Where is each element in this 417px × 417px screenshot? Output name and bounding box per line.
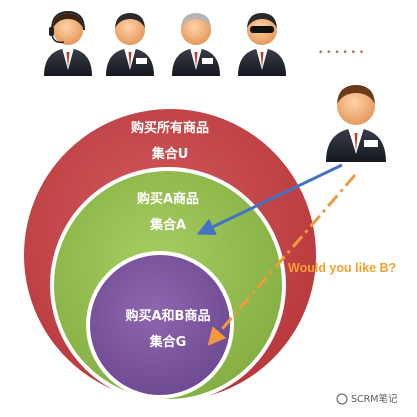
set-g-title: 购买A和B商品 [126,308,211,324]
watermark-text: SCRM笔记 [351,393,398,405]
set-u-title: 购买所有商品 [131,120,209,136]
set-g-circle [86,251,234,399]
person-grey-hair-icon [172,13,220,76]
set-a-name: 集合A [149,217,186,233]
person-headset-icon [44,10,92,76]
blue-arrow [196,163,343,235]
orange-dashed-arrow [207,174,357,346]
question-text: Would you like B? [288,261,396,275]
set-a-title: 购买A商品 [137,191,199,207]
person-sunglasses-icon [238,13,286,76]
ellipsis-dots: • • • • • • [318,48,364,58]
set-g-name: 集合G [149,334,187,350]
person-badge-icon [106,13,154,76]
wechat-icon [336,393,348,405]
set-u-name: 集合U [151,146,189,162]
customer-badge-icon [326,85,386,162]
